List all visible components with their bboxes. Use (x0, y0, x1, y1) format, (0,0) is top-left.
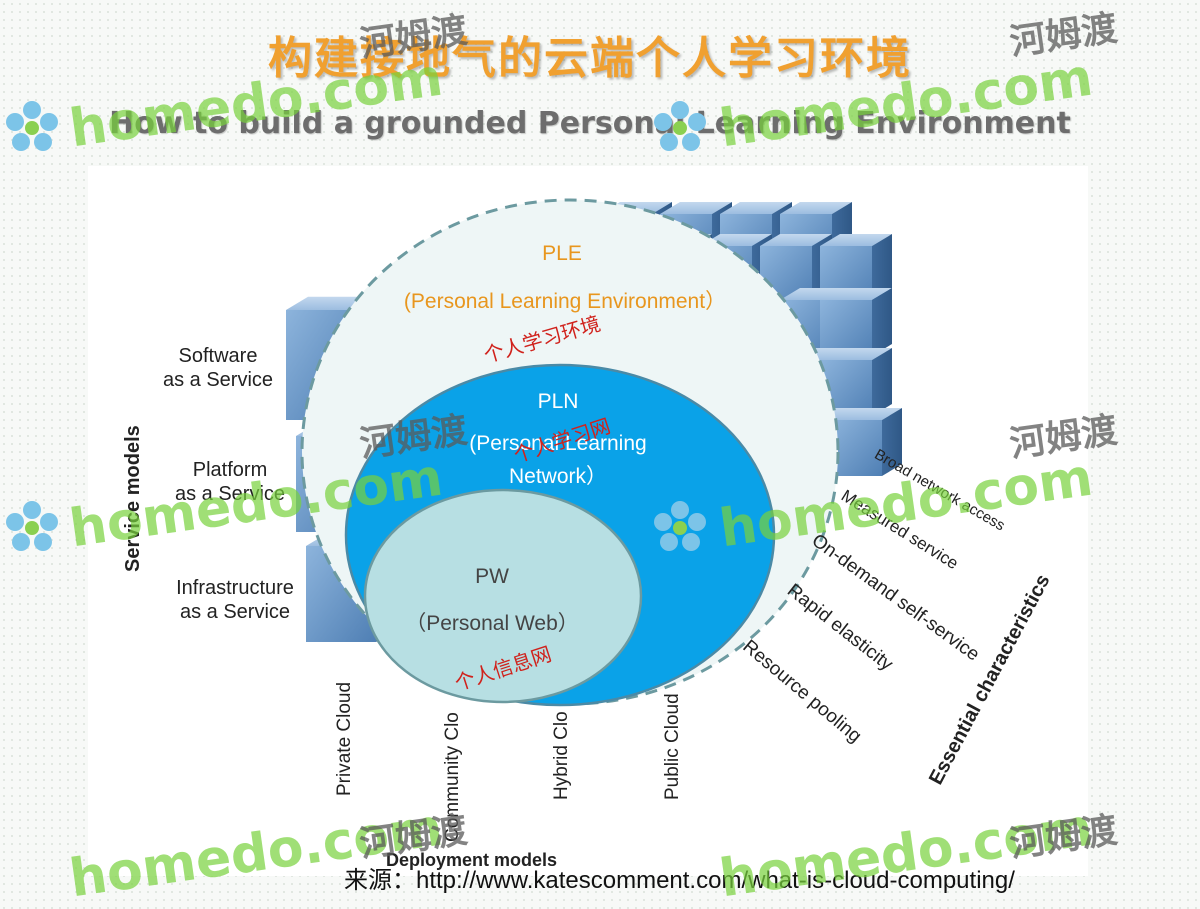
iaas-line-1: Infrastructure (176, 577, 294, 599)
community-cloud-label: Community Clo (442, 712, 463, 842)
pw-full-name: （Personal Web） (405, 612, 579, 635)
pw-abbr: PW (475, 565, 509, 588)
iaas-line-2: as a Service (179, 601, 291, 623)
page-title-english: How to build a grounded Personal Learnin… (109, 106, 1071, 141)
hybrid-cloud-label: Hybrid Clo (551, 711, 572, 800)
cloud-cube (820, 288, 892, 356)
ple-full-name: (Personal Learning Environment） (403, 290, 727, 313)
saas-label: Software as a Service (150, 344, 286, 392)
ple-abbr: PLE (542, 242, 582, 265)
paas-line-1: Platform (192, 459, 268, 481)
pln-full-line-2: Network） (508, 465, 608, 488)
saas-line-2: as a Service (162, 369, 274, 391)
saas-line-1: Software (178, 345, 258, 367)
pln-full-line-1: (Personal Learning (469, 432, 647, 455)
paas-label: Platform as a Service (162, 458, 298, 506)
source-citation: 来源：http://www.katescomment.com/what-is-c… (344, 867, 1015, 894)
deployment-models-title: Deployment models (386, 850, 558, 870)
page-title-chinese: 构建接地气的云端个人学习环境 (268, 33, 912, 84)
pln-abbr: PLN (537, 390, 579, 413)
private-cloud-label: Private Cloud (334, 681, 355, 796)
iaas-label: Infrastructure as a Service (162, 576, 308, 624)
service-models-title: Service models (122, 425, 144, 572)
pw-circle (363, 488, 643, 704)
paas-line-2: as a Service (174, 483, 286, 505)
public-cloud-label: Public Cloud (662, 693, 683, 800)
